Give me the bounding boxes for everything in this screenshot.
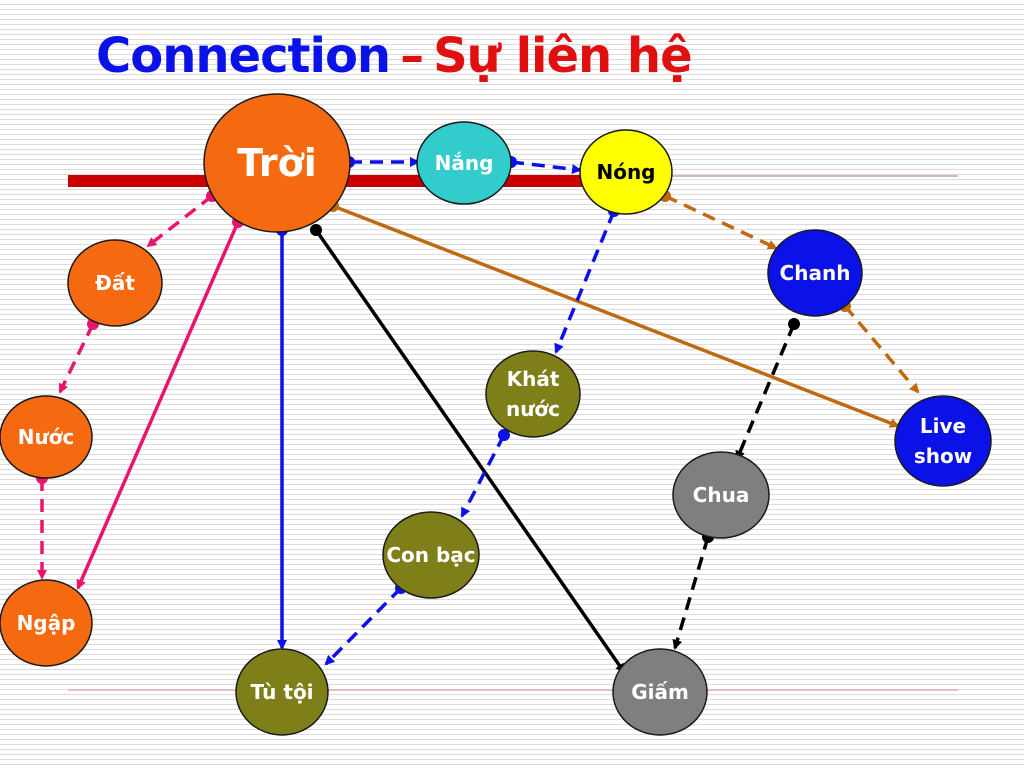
node-nong: Nóng [579,129,673,215]
title-vietnamese: Sự liên hệ [433,28,693,84]
node-circle [767,229,863,317]
slide-title: Connection–Sự liên hệ [96,28,693,84]
node-label: Chanh [780,261,851,285]
edge-dat-to-nuoc [58,318,99,394]
node-troi: Trời [203,93,351,233]
edge-start-dot [498,429,510,441]
node-circle [203,93,351,233]
node-circle [0,395,93,479]
node-label: Ngập [17,611,76,635]
edge-khat-to-conbac [460,429,510,518]
edge-line [58,323,95,394]
node-giam: Giấm [612,648,708,736]
edge-nong-to-khat [554,205,620,354]
node-circle [235,648,329,736]
node-circle [0,579,93,667]
node-circle [485,350,581,438]
edge-conbac-to-tutoi [324,582,407,666]
node-nang: Nắng [416,121,512,205]
node-label: Trời [237,141,317,185]
node-circle [894,395,992,487]
node-circle [612,648,708,736]
node-label: Nắng [435,151,494,175]
node-conbac: Con bạc [382,511,480,599]
node-circle [382,511,480,599]
edge-line [554,210,616,354]
edge-troi-to-giam [310,224,626,674]
edge-layer [36,156,920,674]
node-label: Nóng [596,160,655,184]
edge-line [324,586,403,666]
node-khat: Khát nước [485,350,581,438]
node-label: nước [506,397,560,421]
edge-start-dot [788,318,800,330]
edge-nang-to-nong [505,156,582,175]
edge-line [735,323,796,461]
node-circle [416,121,512,205]
node-circle [67,239,163,327]
edge-line [76,221,240,590]
edge-start-dot [310,224,322,236]
edge-line [460,434,506,518]
edge-troi-to-nang [343,156,420,168]
node-label: show [914,444,972,468]
node-chanh: Chanh [767,229,863,317]
node-dat: Đất [67,239,163,327]
edge-line [843,304,920,394]
node-label: Giấm [631,680,689,704]
node-label: Nước [18,425,75,449]
edge-nuoc-to-ngap [36,472,48,580]
node-ngap: Ngập [0,579,93,667]
node-chua: Chua [672,451,770,539]
edge-chanh-to-chua [735,318,800,461]
edge-line [314,228,626,674]
node-label: Chua [693,483,750,507]
node-label: Đất [95,271,135,295]
edge-troi-to-tutoi [276,224,288,650]
title-english: Connection [96,28,391,84]
edge-line [146,194,214,248]
node-label: Tù tội [250,680,313,704]
node-label: Con bạc [386,543,475,567]
title-underline-bar [68,175,638,187]
edge-line [510,160,582,175]
edge-line [664,194,778,250]
edge-chanh-to-liveshow [839,300,920,394]
node-label: Khát [507,367,560,391]
edge-troi-to-dat [146,190,218,248]
node-label: Live [920,414,966,438]
node-liveshow: Live show [894,395,992,487]
edge-nong-to-chanh [659,190,778,250]
edge-line [332,204,900,428]
node-tutoi: Tù tội [235,648,329,736]
node-circle [672,451,770,539]
edge-line [672,536,710,650]
node-nuoc: Nước [0,395,93,479]
title-separator: – [400,28,424,84]
edge-chua-to-giam [672,531,714,650]
node-circle [579,129,673,215]
